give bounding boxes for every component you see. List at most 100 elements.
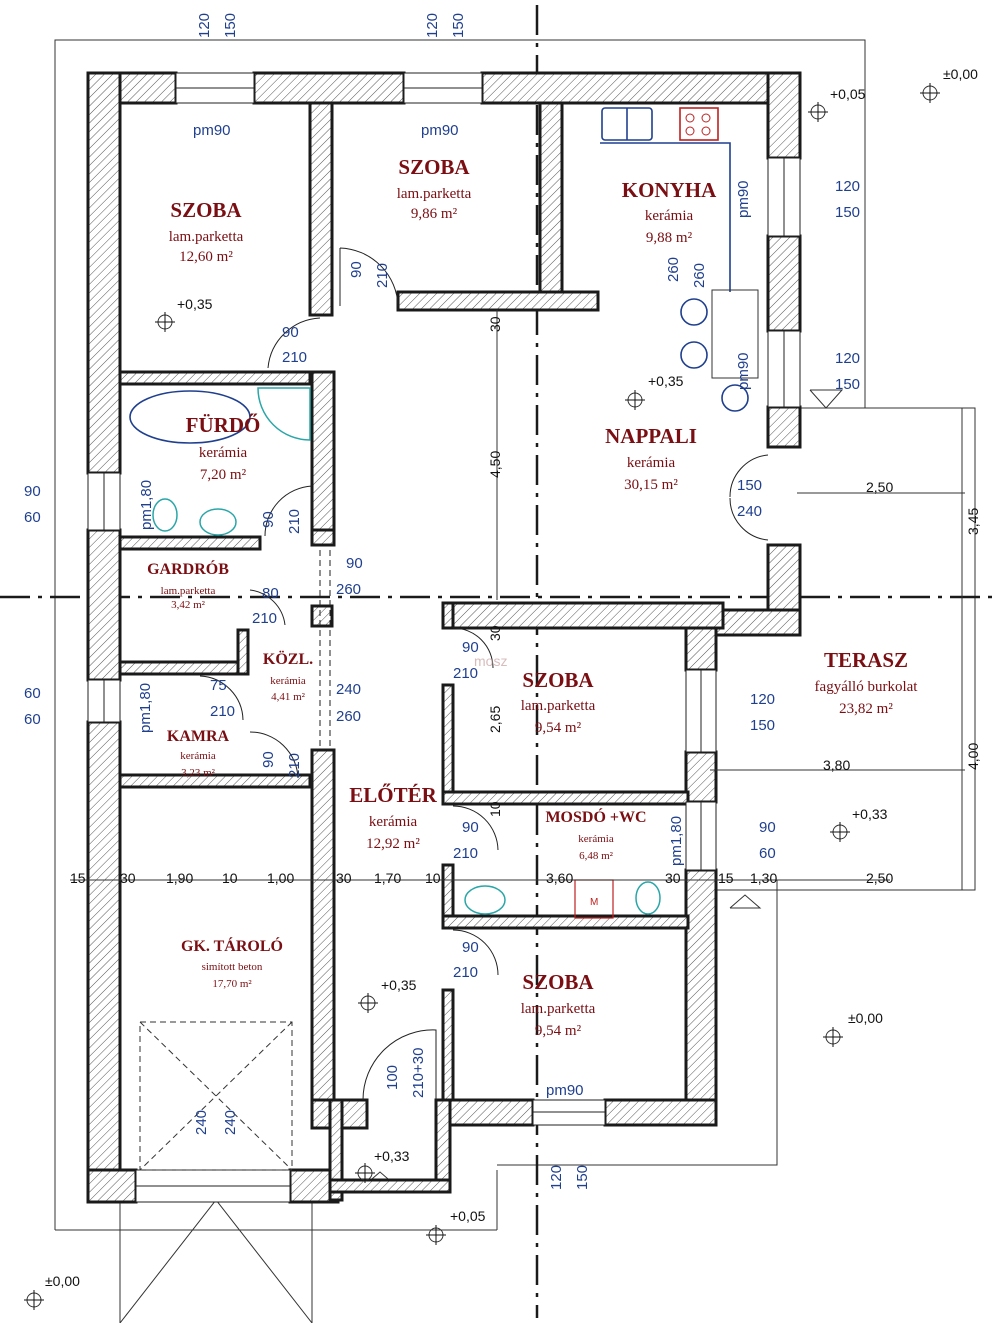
room-name: SZOBA: [170, 198, 242, 222]
dimension-label: 30: [336, 870, 352, 886]
watermark: mosz: [474, 653, 507, 669]
room-floor: kerámia: [270, 675, 306, 687]
room-area: 9,54 m²: [535, 720, 582, 736]
dimension-label: 30: [665, 870, 681, 886]
level-marker-icon: [426, 1225, 446, 1245]
opening-label: 90: [346, 555, 363, 572]
dimension-label: 1,30: [750, 870, 777, 886]
level-marker-icon: [808, 102, 828, 122]
dimension-label: 30: [487, 316, 503, 332]
dimension-label: 4,00: [965, 743, 981, 770]
room-floor: lam.parketta: [169, 229, 244, 245]
dimension-label: 2,65: [487, 706, 503, 733]
opening-label: 90: [462, 639, 479, 656]
opening-label: 210: [374, 263, 391, 288]
room-labels: SZOBA lam.parketta 12,60 m² SZOBA lam.pa…: [147, 155, 918, 1039]
room-area: 23,82 m²: [839, 701, 893, 717]
room-name: GK. TÁROLÓ: [181, 936, 283, 955]
opening-label: 80: [262, 585, 279, 602]
room-area: 12,92 m²: [366, 836, 420, 852]
opening-label: 90: [260, 751, 277, 768]
room-name: SZOBA: [522, 970, 594, 994]
dimension-label: 30: [120, 870, 136, 886]
opening-label: 60: [24, 711, 41, 728]
opening-label: 210+30: [410, 1048, 427, 1098]
dining-table: [711, 289, 759, 379]
room-floor: kerámia: [369, 814, 418, 830]
opening-label: 60: [24, 509, 41, 526]
room-floor: simított beton: [202, 961, 263, 973]
opening-label: 150: [750, 717, 775, 734]
room-name: KÖZL.: [263, 650, 313, 668]
room-floor: lam.parketta: [397, 186, 472, 202]
dimension-label: 4,50: [487, 451, 503, 478]
opening-label: 210: [453, 964, 478, 981]
room-floor: kerámia: [199, 445, 248, 461]
room-floor: kerámia: [578, 833, 614, 845]
room-floor: lam.parketta: [161, 585, 216, 597]
room-name: SZOBA: [398, 155, 470, 179]
opening-label: 120: [424, 13, 441, 38]
level-label: ±0,00: [45, 1273, 80, 1289]
room-floor: kerámia: [180, 750, 216, 762]
level-label: +0,33: [852, 806, 888, 822]
room-area: 4,41 m²: [271, 691, 306, 703]
room-floor: lam.parketta: [521, 1001, 596, 1017]
chair-icon: [680, 298, 708, 326]
level-marker-icon: [830, 822, 850, 842]
opening-label: 240: [222, 1110, 239, 1135]
windows: [87, 72, 801, 1203]
opening-label: 210: [286, 509, 303, 534]
room-area: 9,88 m²: [646, 230, 693, 246]
opening-label: 90: [462, 939, 479, 956]
opening-label: 120: [750, 691, 775, 708]
dimension-label: 2,50: [866, 870, 893, 886]
bathtub-icon: [129, 390, 251, 444]
opening-label: 210: [210, 703, 235, 720]
opening-label: 60: [24, 685, 41, 702]
level-label: +0,35: [648, 373, 684, 389]
room-floor: kerámia: [627, 455, 676, 471]
opening-label: 90: [462, 819, 479, 836]
dimension-label: 3,80: [823, 757, 850, 773]
level-label: ±0,00: [943, 66, 978, 82]
level-label: +0,35: [381, 977, 417, 993]
dimension-label: 15: [70, 870, 86, 886]
chair-icon: [680, 341, 708, 369]
level-label: ±0,00: [848, 1010, 883, 1026]
opening-label: 210: [453, 665, 478, 682]
opening-labels: 120 150 120 150 pm90 pm90 pm90 120 150 1…: [24, 13, 860, 1190]
opening-label: 100: [384, 1065, 401, 1090]
dimension-label: 1,70: [374, 870, 401, 886]
opening-label: 150: [737, 477, 762, 494]
opening-label: 120: [548, 1165, 565, 1190]
level-label: +0,35: [177, 296, 213, 312]
room-area: 6,48 m²: [579, 850, 614, 862]
car-outline: [139, 1021, 293, 1171]
level-markers: [24, 83, 940, 1310]
dimension-lines: [70, 310, 965, 890]
opening-label: 150: [450, 13, 467, 38]
dimension-label: 30: [487, 625, 503, 641]
opening-label: 210: [453, 845, 478, 862]
opening-label: 90: [759, 819, 776, 836]
level-marker-icon: [355, 1163, 375, 1183]
room-floor: lam.parketta: [521, 698, 596, 714]
dimension-labels: 30 4,50 30 2,65 10 2,50 3,45 3,80 4,00 1…: [70, 316, 981, 886]
opening-label: 60: [759, 845, 776, 862]
dimension-label: 3,60: [546, 870, 573, 886]
room-area: 9,54 m²: [535, 1023, 582, 1039]
room-area: 12,60 m²: [179, 249, 233, 265]
room-floor: fagyálló burkolat: [815, 679, 919, 695]
dimension-label: 1,90: [166, 870, 193, 886]
room-name: KAMRA: [167, 728, 230, 745]
opening-label: 240: [193, 1110, 210, 1135]
fixtures: [129, 107, 759, 1171]
room-name: TERASZ: [824, 648, 908, 672]
opening-label: 90: [260, 511, 277, 528]
toilet-icon: [635, 881, 661, 915]
opening-label: pm90: [735, 180, 752, 218]
washing-machine-label: M: [590, 897, 598, 908]
opening-label: 120: [835, 350, 860, 367]
